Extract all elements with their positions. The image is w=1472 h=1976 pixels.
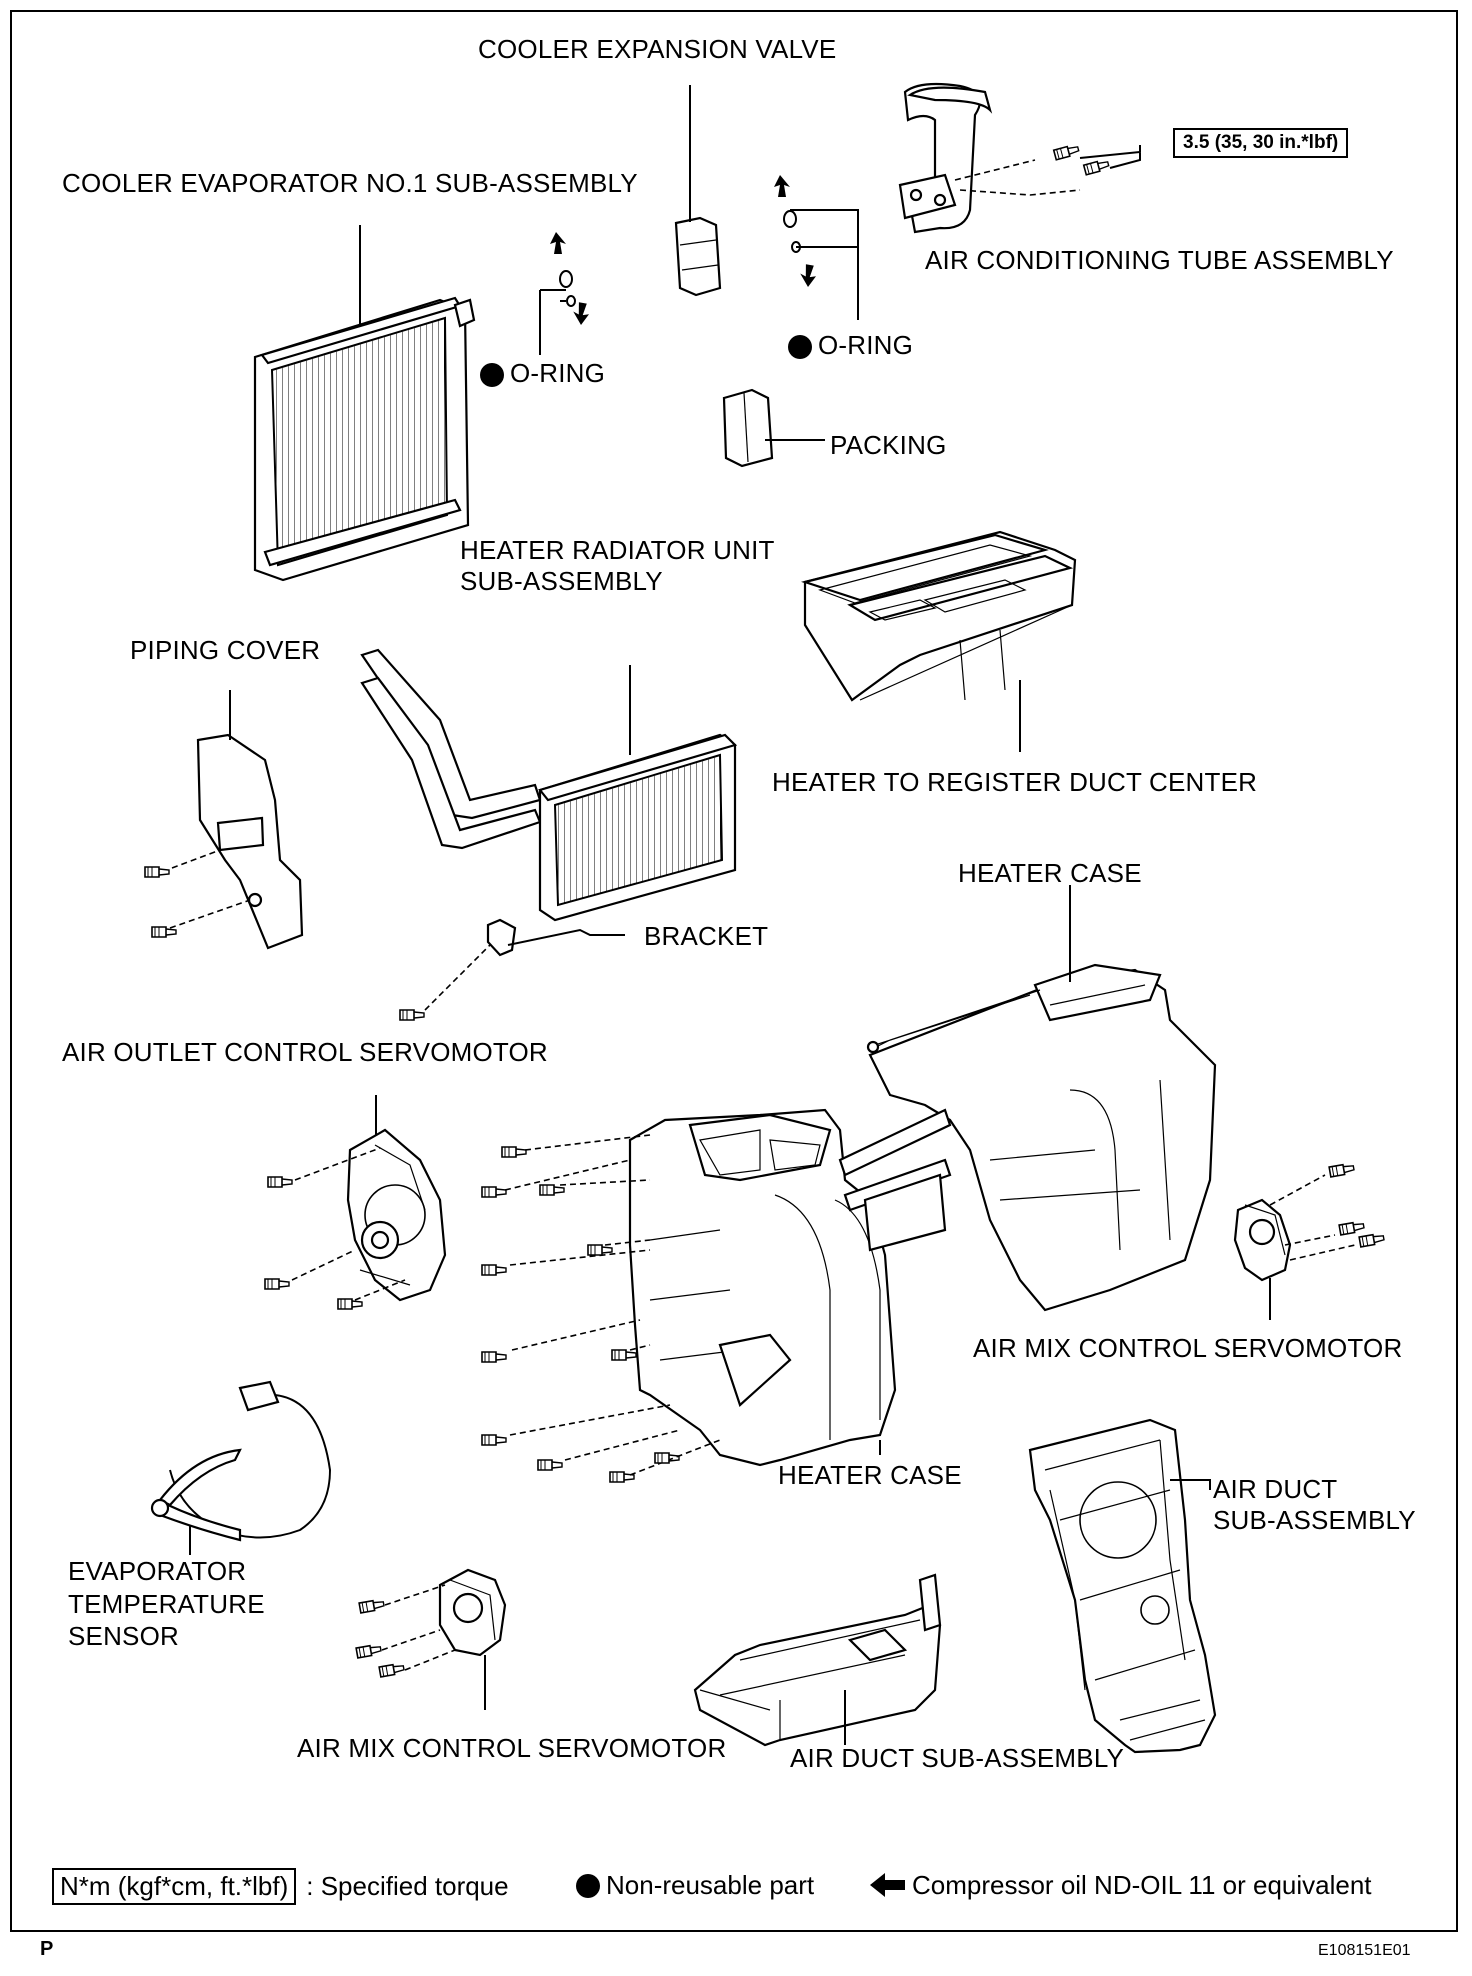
- legend-compressor-oil: Compressor oil ND-OIL 11 or equivalent: [912, 1870, 1372, 1901]
- air-outlet-servomotor-part: [264, 1095, 447, 1310]
- nonreusable-dot-icon: [576, 1873, 600, 1898]
- ac-tube-assembly-part: [898, 82, 1141, 234]
- label-piping-cover: PIPING COVER: [130, 635, 321, 665]
- label-o-ring-right: O-RING: [788, 330, 913, 361]
- label-packing: PACKING: [830, 430, 947, 460]
- air-mix-servomotor-right-part: [1233, 1162, 1386, 1320]
- legend-torque-desc: : Specified torque: [306, 1871, 509, 1901]
- torque-spec-box: 3.5 (35, 30 in.*lbf): [1173, 128, 1349, 158]
- label-heater-to-register-duct: HEATER TO REGISTER DUCT CENTER: [772, 767, 1258, 797]
- piping-cover-part: [144, 690, 304, 950]
- nonreusable-dot-icon: [788, 335, 812, 360]
- label-cooler-expansion-valve: COOLER EXPANSION VALVE: [478, 34, 837, 64]
- diagram-frame: [10, 10, 1458, 1932]
- legend-compressor-oil-text: Compressor oil ND-OIL 11 or equivalent: [912, 1870, 1372, 1900]
- cooler-evaporator-part: [253, 296, 476, 582]
- label-ac-tube-assembly: AIR CONDITIONING TUBE ASSEMBLY: [925, 245, 1394, 275]
- label-air-duct-bottom: AIR DUCT SUB-ASSEMBLY: [790, 1743, 1125, 1773]
- label-air-mix-servomotor-right: AIR MIX CONTROL SERVOMOTOR: [973, 1333, 1403, 1363]
- legend-nonreusable: Non-reusable part: [576, 1870, 814, 1901]
- legend-torque: N*m (kgf*cm, ft.*lbf) : Specified torque: [52, 1868, 509, 1905]
- legend-arrow-icon: [870, 1873, 905, 1897]
- o-ring-right-text: O-RING: [818, 330, 914, 360]
- label-cooler-evaporator: COOLER EVAPORATOR NO.1 SUB-ASSEMBLY: [62, 168, 638, 198]
- air-mix-servomotor-left-part: [355, 1568, 507, 1710]
- legend-nonreusable-text: Non-reusable part: [606, 1870, 815, 1900]
- packing-part: [722, 388, 825, 468]
- evaporator-temperature-sensor-part: [150, 1380, 332, 1555]
- footer-page-letter: P: [40, 1938, 54, 1960]
- label-bracket: BRACKET: [644, 921, 769, 951]
- label-heater-case-top: HEATER CASE: [958, 858, 1142, 888]
- air-duct-bottom-part: [693, 1573, 942, 1747]
- label-o-ring-left: O-RING: [480, 358, 605, 389]
- cooler-expansion-valve-part: [674, 85, 722, 297]
- bracket-part: [399, 918, 625, 1021]
- label-air-mix-servomotor-left: AIR MIX CONTROL SERVOMOTOR: [297, 1733, 727, 1763]
- o-ring-right-part: [774, 175, 859, 320]
- label-evaporator-temperature-sensor: EVAPORATOR TEMPERATURE SENSOR: [68, 1556, 265, 1651]
- heater-radiator-part: [360, 648, 738, 922]
- heater-case-bottom-part: [481, 1108, 952, 1483]
- nonreusable-dot-icon: [480, 363, 504, 388]
- footer-figure-id: E108151E01: [1318, 1942, 1411, 1959]
- o-ring-left-text: O-RING: [510, 358, 606, 388]
- heater-to-register-duct-part: [801, 530, 1077, 752]
- label-heater-case-bottom: HEATER CASE: [778, 1460, 962, 1490]
- label-air-outlet-servomotor: AIR OUTLET CONTROL SERVOMOTOR: [62, 1037, 548, 1067]
- label-air-duct-right: AIR DUCT SUB-ASSEMBLY: [1213, 1474, 1416, 1536]
- legend-torque-unit: N*m (kgf*cm, ft.*lbf): [52, 1868, 297, 1905]
- label-heater-radiator-unit: HEATER RADIATOR UNIT SUB-ASSEMBLY: [460, 535, 775, 597]
- o-ring-left-part: [539, 232, 591, 355]
- air-duct-right-part: [1028, 1418, 1217, 1754]
- heater-case-top-part: [866, 885, 1217, 1312]
